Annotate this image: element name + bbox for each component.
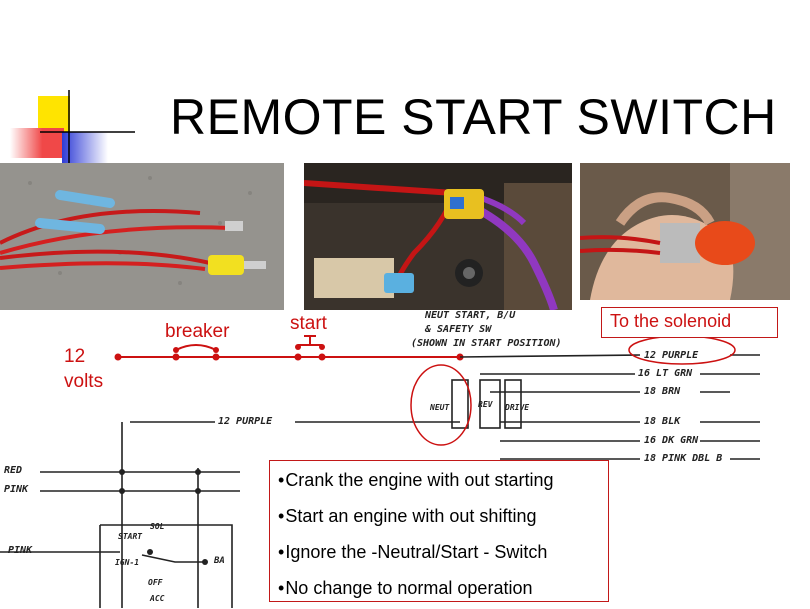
label-volts: volts <box>64 371 104 392</box>
schematic-acc: ACC <box>150 594 165 603</box>
schematic-red: RED <box>4 465 23 476</box>
schematic-off: OFF <box>148 578 163 587</box>
schematic-ign: IGN-1 <box>115 558 140 567</box>
label-12: 12 <box>64 346 86 367</box>
schematic-sol: SOL <box>150 522 165 531</box>
solenoid-label: To the solenoid <box>610 311 732 331</box>
notes-box: Crank the engine with out starting Start… <box>269 460 609 602</box>
photo-connector <box>304 163 572 310</box>
schematic-neut-start: NEUT START, B/U <box>425 310 516 321</box>
schematic-purple-top: 12 PURPLE <box>644 350 699 361</box>
schematic-rev: REV <box>478 400 493 409</box>
schematic-pink-dbl: 18 PINK DBL B <box>644 453 723 464</box>
wiring-schematic <box>0 335 760 608</box>
label-breaker: breaker <box>165 321 230 342</box>
schematic-pink: PINK <box>4 484 29 495</box>
schematic-lt-grn: 16 LT GRN <box>638 368 693 379</box>
solenoid-callout: To the solenoid <box>601 307 778 338</box>
schematic-purple-mid: 12 PURPLE <box>218 416 273 427</box>
schematic-dk-grn: 16 DK GRN <box>644 435 699 446</box>
note-item: Crank the engine with out starting <box>278 465 608 501</box>
schematic-shown-in: (SHOWN IN START POSITION) <box>411 338 562 349</box>
corner-logo <box>10 90 135 166</box>
schematic-drive: DRIVE <box>505 403 530 412</box>
label-start: start <box>290 313 327 334</box>
schematic-start-sw: START <box>118 532 143 541</box>
photo-wires <box>0 163 284 310</box>
logo-red-square <box>10 128 64 158</box>
note-item: No change to normal operation <box>278 573 608 609</box>
note-item: Start an engine with out shifting <box>278 501 608 537</box>
logo-yellow-square <box>38 96 70 132</box>
notes-list: Crank the engine with out starting Start… <box>270 461 608 609</box>
slide-title: REMOTE START SWITCH <box>170 89 777 145</box>
schematic-blk: 18 BLK <box>644 416 681 427</box>
schematic-brn: 18 BRN <box>644 386 681 397</box>
schematic-safety-sw: & SAFETY SW <box>425 324 492 335</box>
note-item: Ignore the -Neutral/Start - Switch <box>278 537 608 573</box>
schematic-pink-2: PINK <box>8 545 33 556</box>
photo-switch-in-hand <box>580 163 790 300</box>
schematic-neut: NEUT <box>430 403 450 412</box>
schematic-ba: BA <box>214 556 225 566</box>
